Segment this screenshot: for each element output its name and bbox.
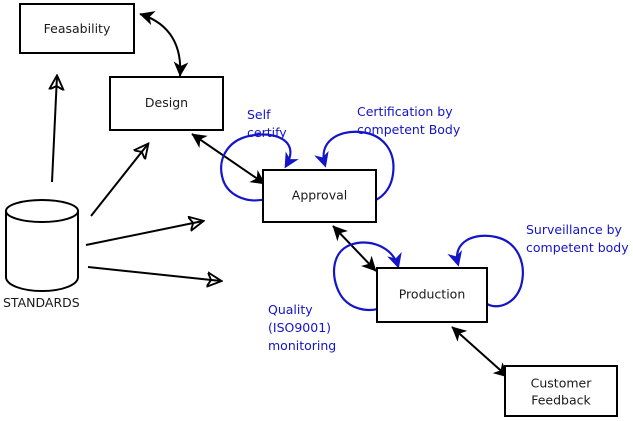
loop-quality-monitoring [332,241,402,312]
node-design-label: Design [145,95,188,110]
annotation-quality-line2: (ISO9001) [268,320,331,335]
edge-standards-to-design [90,144,148,217]
node-production-label: Production [399,287,466,302]
node-standards-label: STANDARDS [3,295,80,310]
standards-cylinder-body[interactable] [5,210,79,293]
node-production-box[interactable] [376,267,488,323]
annotation-certification-competent-body: Certification by competent Body [357,104,461,137]
node-design-box[interactable] [109,76,224,131]
edge-standards-to-production [87,266,221,281]
edge-design-approval [191,133,266,185]
node-approval-box[interactable] [262,169,377,223]
annotation-surveillance-line1: Surveillance by [526,222,623,237]
node-feasability[interactable]: Feasability [19,3,135,54]
standards-cylinder-top [5,199,79,223]
node-design[interactable]: Design [109,76,224,131]
loop-self-certify [220,133,299,202]
annotation-quality-line3: monitoring [268,338,336,353]
edge-standards-to-feasability [52,76,57,183]
annotation-self-certify: Self certify [247,107,287,140]
annotation-quality-monitoring: Quality (ISO9001) monitoring [268,302,336,353]
node-customer-feedback[interactable]: Customer Feedback [504,365,618,417]
node-production[interactable]: Production [376,267,488,323]
node-feasability-box[interactable] [19,3,135,54]
node-feasability-label: Feasability [44,21,111,36]
node-standards[interactable]: STANDARDS [3,199,80,310]
node-approval-label: Approval [292,188,347,203]
edge-feasability-design [139,11,189,77]
annotation-quality-line1: Quality [268,302,313,317]
annotation-self-certify-line2: certify [247,125,287,140]
annotation-self-certify-line1: Self [247,107,271,122]
annotation-surveillance-competent-body: Surveillance by competent body [526,222,629,255]
edge-approval-production [332,225,377,272]
annotation-surveillance-line2: competent body [526,240,629,255]
node-customer-feedback-box[interactable] [504,365,618,417]
node-approval[interactable]: Approval [262,169,377,223]
edge-production-customer-feedback [451,326,509,378]
node-customer-feedback-label-line1: Customer [531,376,593,391]
loop-certification-competent-body [314,130,395,205]
node-customer-feedback-label-line2: Feedback [531,393,591,408]
annotation-certification-line2: competent Body [357,122,461,137]
edge-standards-to-approval [85,221,203,246]
annotation-certification-line1: Certification by [357,104,453,119]
loop-surveillance-competent-body [447,234,524,308]
